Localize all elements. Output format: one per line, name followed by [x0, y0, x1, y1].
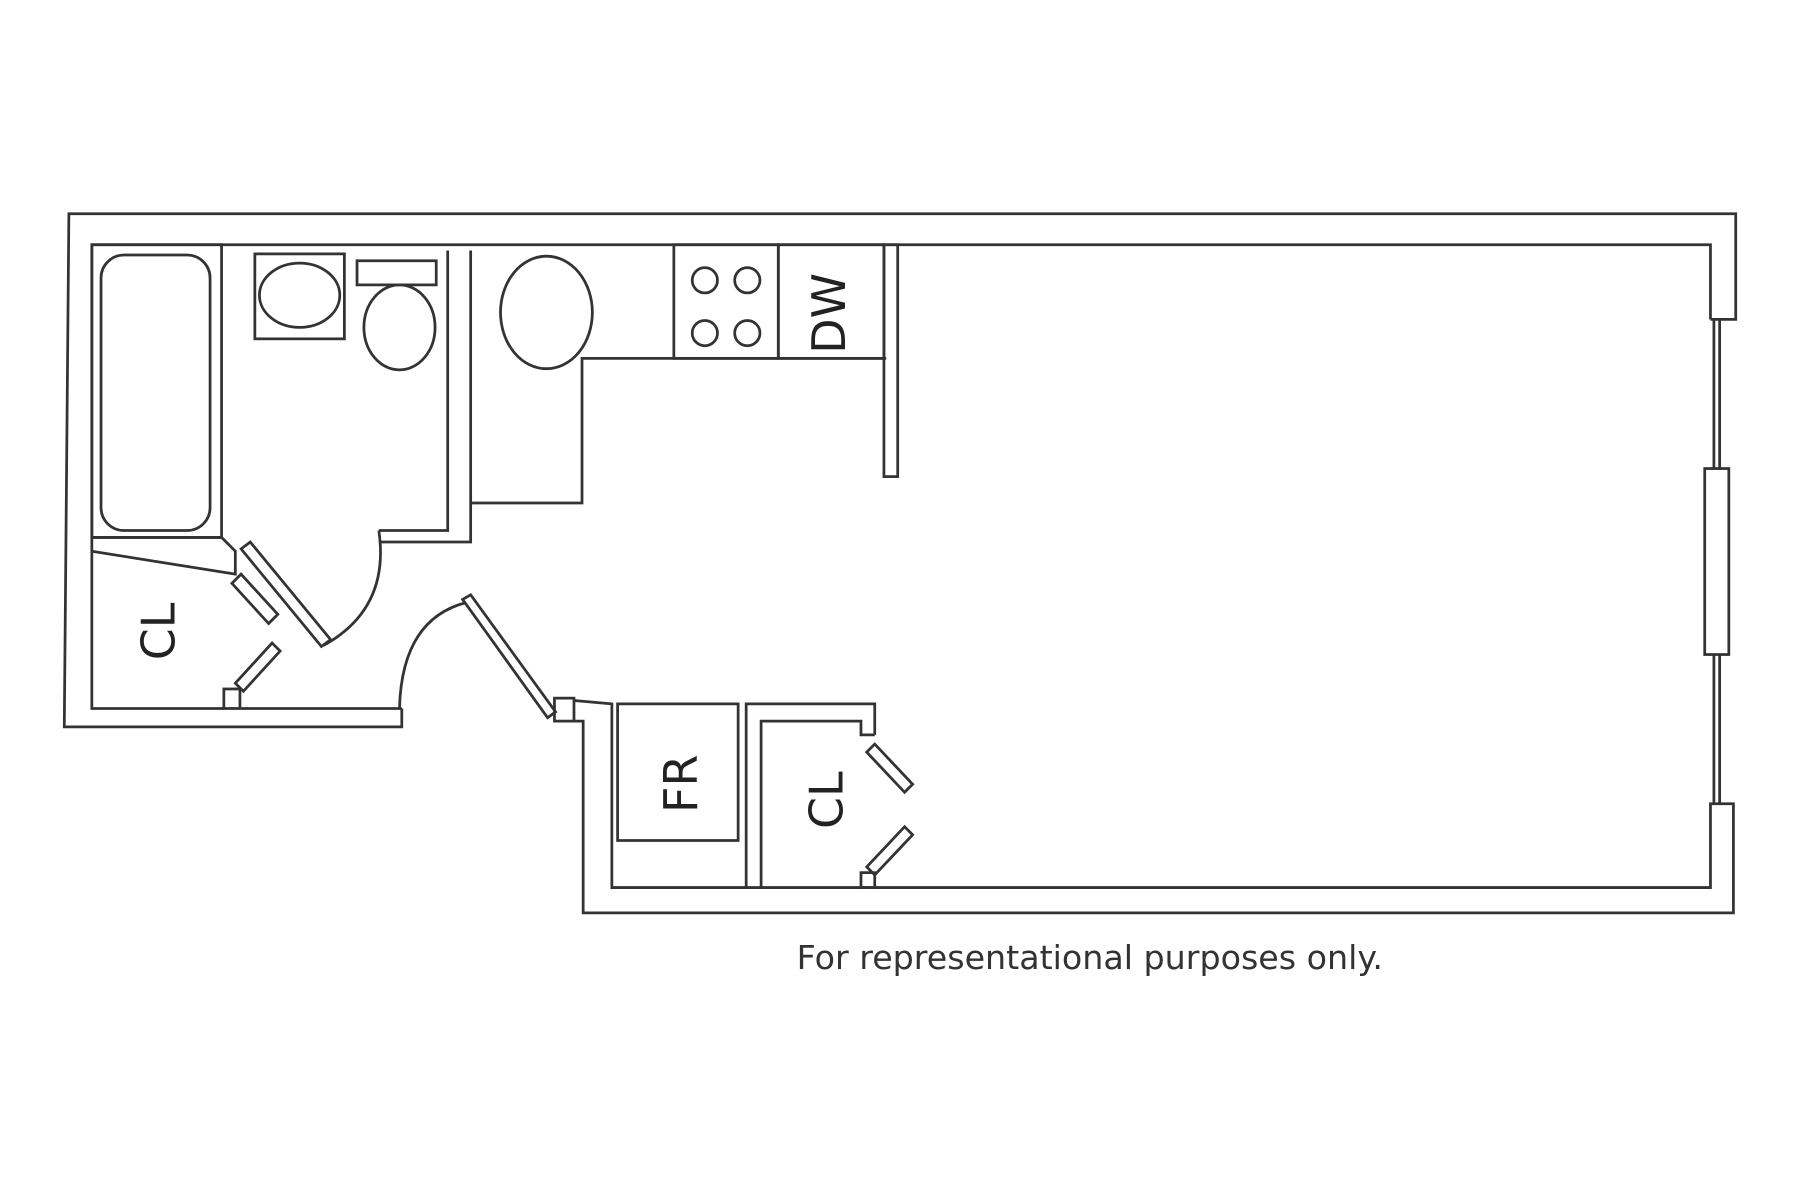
- footnote: For representational purposes only.: [797, 938, 1383, 977]
- sink: [499, 254, 594, 371]
- washer: [253, 252, 346, 341]
- entry-door: [398, 593, 576, 723]
- closet-right: CL: [744, 702, 915, 889]
- kitchen: DW: [470, 243, 900, 505]
- stove: [672, 243, 780, 360]
- bathroom: [90, 243, 473, 649]
- bathtub: [99, 253, 212, 532]
- dishwasher-label: DW: [802, 273, 856, 354]
- closet-left-label: CL: [131, 602, 185, 660]
- toilet-bowl: [362, 283, 437, 372]
- toilet-tank: [355, 259, 438, 287]
- closet-right-label: CL: [800, 771, 854, 829]
- window: [1703, 319, 1731, 804]
- closet-left: CL: [91, 536, 283, 710]
- fridge-label: FR: [654, 755, 708, 813]
- bathroom-door-swing: [323, 530, 382, 647]
- bathroom-door: [239, 540, 333, 649]
- exterior-walls: [62, 212, 1738, 915]
- fridge: FR: [616, 702, 740, 842]
